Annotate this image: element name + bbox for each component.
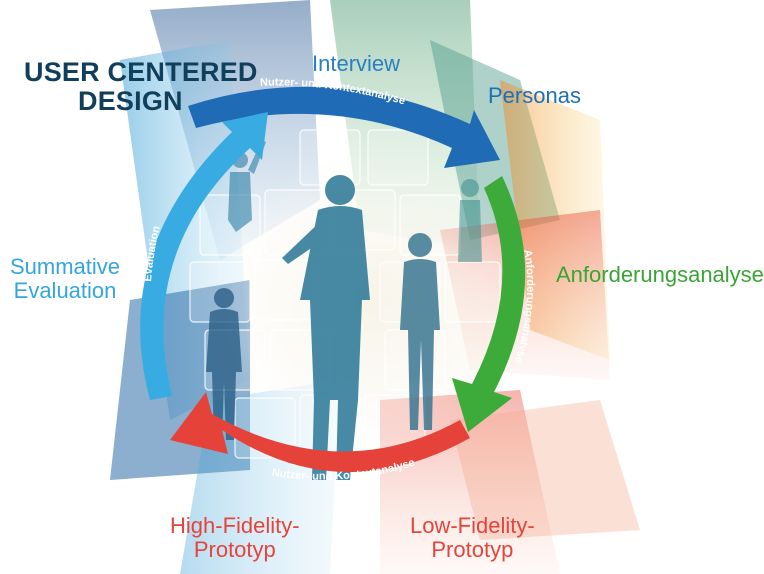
lofi-line-2: Prototyp: [431, 536, 514, 562]
arc-right: [452, 176, 526, 432]
stage-label-personas: Personas: [488, 83, 581, 108]
hifi-line-1: High-Fidelity-: [170, 513, 300, 538]
arc-bottom: [170, 392, 470, 473]
person-silhouette-left: [206, 288, 242, 440]
arc-top: [188, 86, 500, 168]
person-silhouette-woman: [400, 233, 440, 430]
lofi-line-1: Low-Fidelity-: [410, 513, 535, 538]
person-silhouette-top-right: [458, 179, 482, 262]
arc-left: [140, 112, 268, 400]
stage-label-summative-evaluation: Summative Evaluation: [10, 255, 120, 303]
summative-line-1: Summative: [10, 254, 121, 279]
stage-label-requirements: Anforderungsanalyse: [556, 262, 764, 287]
stage-label-low-fidelity-prototype: Low-Fidelity- Prototyp: [410, 514, 535, 562]
title-line-1: USER CENTERED: [24, 57, 258, 87]
person-silhouette-center: [282, 175, 370, 480]
stage-label-interview: Interview: [312, 51, 401, 76]
summative-line-2: Evaluation: [13, 277, 117, 303]
diagram-title: USER CENTERED DESIGN: [24, 57, 258, 117]
hifi-line-2: Prototyp: [193, 536, 276, 562]
stage-label-high-fidelity-prototype: High-Fidelity- Prototyp: [170, 514, 300, 562]
cycle-ring: [140, 86, 526, 473]
person-silhouettes: [206, 140, 482, 480]
title-line-2: DESIGN: [78, 86, 183, 117]
